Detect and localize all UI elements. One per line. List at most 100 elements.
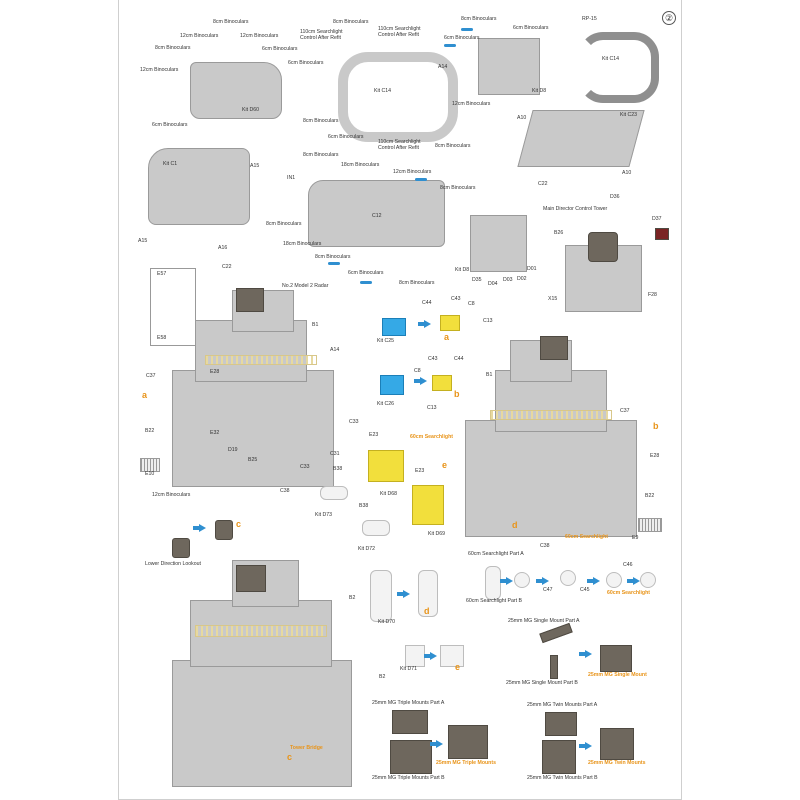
part-label: C44: [422, 300, 432, 306]
mg-single-callout: 25mm MG Single Mount: [588, 672, 647, 678]
kit-c26-blue: [380, 375, 404, 395]
part-label: A15: [138, 238, 148, 244]
part-label: B26: [554, 230, 564, 236]
mg-triple-done: [448, 725, 488, 759]
part-label: Control After Refit: [378, 32, 419, 38]
part-label: C38: [280, 488, 290, 494]
kit-d71-done: [440, 645, 464, 667]
part-label: A10: [517, 115, 527, 121]
d37-part: [655, 228, 669, 240]
part-label: 8cm Binoculars: [440, 185, 476, 191]
kit-label: Kit D8: [532, 88, 547, 94]
double-arrow-icon: [360, 281, 372, 284]
part-label: 6cm Binoculars: [348, 270, 384, 276]
part-label: Control After Refit: [300, 35, 341, 41]
e9-grid: [638, 518, 662, 532]
mg-triple-a: [392, 710, 428, 734]
left-tower-director: [236, 288, 264, 312]
part-label: A14: [330, 347, 340, 353]
kit-label: Kit D73: [315, 512, 333, 518]
part-label: 6cm Binoculars: [444, 35, 480, 41]
part-label: A16: [218, 245, 228, 251]
part-label: C43: [428, 356, 438, 362]
arrow-right-icon: [397, 590, 410, 598]
kit-d73-part: [320, 486, 348, 500]
arrow-right-icon: [587, 577, 600, 585]
kit-label: C12: [372, 213, 382, 219]
part-label: No.2 Model 2 Radar: [282, 283, 329, 289]
part-label: 25mm MG Twin Mounts Part A: [527, 702, 598, 708]
part-label: C13: [427, 405, 437, 411]
kit-d70-part: [370, 570, 392, 622]
step-marker-a: a: [444, 332, 450, 342]
kit-label: Kit D69: [428, 531, 446, 537]
part-label: 6cm Binoculars: [328, 134, 364, 140]
kit-label: Kit D71: [400, 666, 418, 672]
searchlight-callout: 60cm Searchlight: [607, 590, 650, 596]
part-label: 110cm Searchlight: [300, 29, 343, 35]
part-label: D35: [472, 277, 482, 283]
kit-c12-part: [308, 180, 445, 247]
kit-c26-yellow: [432, 375, 452, 391]
searchlight-done: [640, 572, 656, 588]
mg-single-b: [550, 655, 558, 679]
part-label: 110cm Searchlight: [378, 26, 421, 32]
kit-d69-ladder: [412, 485, 444, 525]
arrow-right-icon: [418, 320, 431, 328]
searchlight-step2: [514, 572, 530, 588]
part-label: 6cm Binoculars: [152, 122, 188, 128]
arrow-right-icon: [500, 577, 513, 585]
part-label: 8cm Binoculars: [333, 19, 369, 25]
part-label: E57: [157, 271, 167, 277]
mg-twin-b: [542, 740, 576, 774]
part-label: C37: [620, 408, 630, 414]
part-label: D03: [503, 277, 513, 283]
part-label: D19: [228, 447, 238, 453]
part-label: 110cm Searchlight: [378, 139, 421, 145]
double-arrow-icon: [461, 28, 473, 31]
part-label: D36: [610, 194, 620, 200]
part-label: C8: [468, 301, 475, 307]
right-tower-director: [540, 336, 568, 360]
part-label: 18cm Binoculars: [283, 241, 322, 247]
part-label: 6cm Binoculars: [288, 60, 324, 66]
part-label: D04: [488, 281, 498, 287]
part-label: 8cm Binoculars: [303, 152, 339, 158]
part-label: B38: [333, 466, 343, 472]
mg-triple-callout: 25mm MG Triple Mounts: [436, 760, 496, 766]
part-label: E28: [650, 453, 660, 459]
mg-twin-a: [545, 712, 577, 736]
part-label: A10: [622, 170, 632, 176]
kit-label: Kit D68: [380, 491, 398, 497]
kit-label: Kit C26: [377, 401, 395, 407]
part-label: D37: [652, 216, 662, 222]
kit-label: Kit C25: [377, 338, 395, 344]
arrow-right-icon: [193, 524, 206, 532]
step-marker-c: c: [287, 752, 293, 762]
part-label: 6cm Binoculars: [513, 25, 549, 31]
part-label: 8cm Binoculars: [213, 19, 249, 25]
double-arrow-icon: [328, 262, 340, 265]
part-label: C22: [538, 181, 548, 187]
step-marker-a: a: [142, 390, 148, 400]
left-tower-base: [172, 370, 334, 487]
part-label: B2: [349, 595, 356, 601]
part-label: 25mm MG Triple Mounts Part B: [372, 775, 445, 781]
kit-label: Kit C23: [620, 112, 638, 118]
searchlight-parts: [485, 566, 501, 600]
rp15-part: [578, 32, 659, 103]
step-marker-b: b: [653, 421, 659, 431]
arrow-right-icon: [579, 742, 592, 750]
kit-label: Kit C1: [163, 161, 178, 167]
part-label: B22: [645, 493, 655, 499]
part-label: E9: [632, 535, 639, 541]
lookout-assembled: [215, 520, 233, 540]
part-label: 12cm Binoculars: [180, 33, 219, 39]
kit-label: Kit C14: [602, 56, 620, 62]
left-tower-railing: [205, 355, 317, 365]
part-label: 25mm MG Triple Mounts Part A: [372, 700, 445, 706]
part-label: IN1: [287, 175, 296, 181]
part-label: 18cm Binoculars: [341, 162, 380, 168]
e10-grid: [140, 458, 160, 472]
part-label: C45: [580, 587, 590, 593]
